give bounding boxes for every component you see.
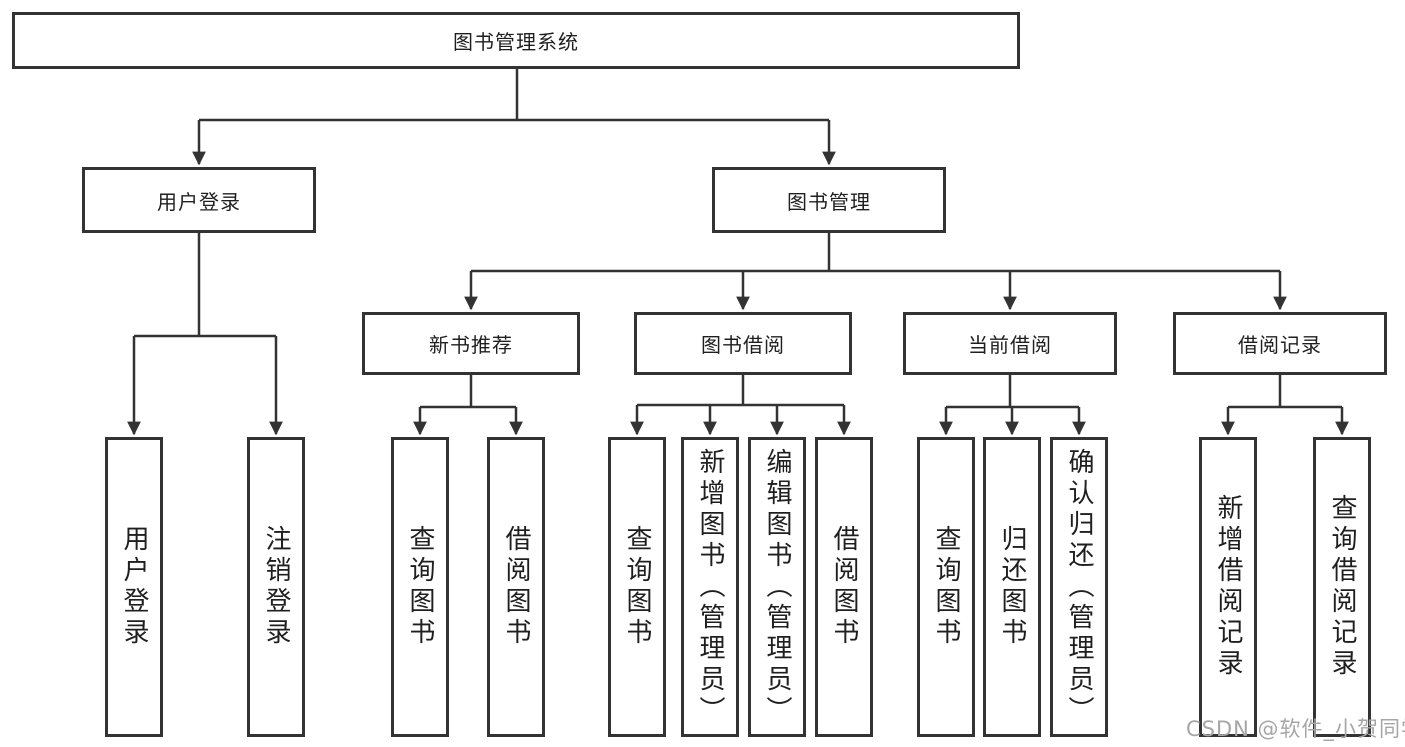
- leaf-borrow-books-2: 借阅图书: [815, 437, 873, 737]
- leaf-query-borrow-record: 查询借阅记录: [1313, 437, 1371, 737]
- leaf-add-borrow-record: 新增借阅记录: [1199, 437, 1257, 737]
- leaf-query-books-1: 查询图书: [391, 437, 449, 737]
- node-root: 图书管理系统: [12, 12, 1020, 69]
- node-book-borrow: 图书借阅: [634, 312, 852, 375]
- leaf-label: 查询图书: [622, 525, 652, 649]
- node-current-borrow: 当前借阅: [903, 312, 1117, 375]
- watermark: CSDN @软件_小贺同学: [1186, 717, 1405, 741]
- node-book-management: 图书管理: [712, 167, 946, 233]
- leaf-label: 用户登录: [119, 525, 149, 649]
- node-borrow-records: 借阅记录: [1173, 312, 1387, 375]
- leaf-return-book: 归还图书: [983, 437, 1041, 737]
- leaf-query-books-3: 查询图书: [917, 437, 975, 737]
- leaf-label: 注销登录: [261, 525, 291, 649]
- leaf-label: 归还图书: [997, 525, 1027, 649]
- leaf-label: 查询借阅记录: [1327, 494, 1357, 680]
- leaf-user-login: 用户登录: [105, 437, 163, 737]
- leaf-query-books-2: 查询图书: [608, 437, 666, 737]
- leaf-logout: 注销登录: [247, 437, 305, 737]
- leaf-edit-book-admin: 编辑图书（管理员）: [748, 437, 806, 737]
- leaf-label: 查询图书: [931, 525, 961, 649]
- leaf-label: 查询图书: [405, 525, 435, 649]
- leaf-label: 编辑图书（管理员）: [762, 447, 792, 727]
- leaf-borrow-books-1: 借阅图书: [487, 437, 545, 737]
- node-user-login: 用户登录: [82, 167, 316, 233]
- leaf-label: 借阅图书: [829, 525, 859, 649]
- leaf-label: 确认归还（管理员）: [1064, 447, 1094, 727]
- leaf-label: 新增借阅记录: [1213, 494, 1243, 680]
- leaf-label: 新增图书（管理员）: [695, 447, 725, 727]
- leaf-label: 借阅图书: [501, 525, 531, 649]
- leaf-confirm-return-admin: 确认归还（管理员）: [1050, 437, 1108, 737]
- node-new-book-recommend: 新书推荐: [362, 312, 580, 375]
- leaf-add-book-admin: 新增图书（管理员）: [681, 437, 739, 737]
